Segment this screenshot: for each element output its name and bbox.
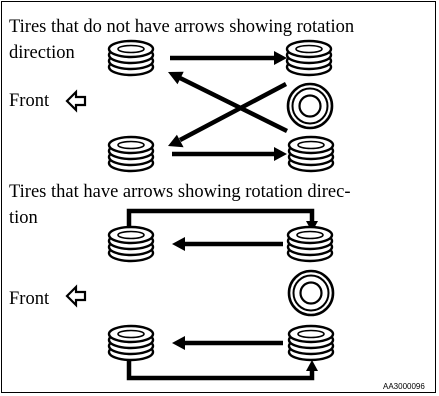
- section1-bottom-arrow: [172, 147, 287, 161]
- section2-bottom-bracket-arrow: [126, 360, 318, 381]
- section2-front-label: Front: [9, 289, 50, 309]
- section1-tire-front-left: [107, 39, 155, 77]
- section1-heading-line2: direction: [9, 43, 75, 63]
- section2-top-bracket-arrow: [126, 208, 318, 232]
- section1-tire-rear-right: [287, 135, 335, 173]
- section2-bottom-left-arrow: [172, 336, 283, 350]
- section2-heading-line1: Tires that have arrows showing rotation …: [9, 182, 351, 202]
- section2-spare-tire: [287, 269, 335, 317]
- section1-spare-tire: [286, 82, 334, 130]
- section1-heading-line1: Tires that do not have arrows showing ro…: [9, 17, 355, 37]
- figure-code: AA3000096: [383, 382, 425, 391]
- section1-top-arrow: [170, 51, 287, 65]
- section2-tire-rear-left: [107, 324, 155, 362]
- section2-tire-front-left: [107, 225, 155, 263]
- section2-heading-line2: tion: [9, 208, 38, 228]
- section2-tire-front-right: [286, 225, 334, 263]
- section1-front-label: Front: [9, 91, 50, 111]
- section1-diagonal-arrow-to-rear-left: [168, 71, 288, 134]
- section1-front-arrow-icon: [65, 90, 87, 112]
- section2-tire-rear-right: [287, 324, 335, 362]
- section1-diagonal-arrow-to-front-left: [168, 82, 288, 148]
- section1-tire-rear-left: [107, 135, 155, 173]
- section1-tire-front-right: [285, 39, 333, 77]
- section2-front-arrow-icon: [65, 285, 87, 307]
- section2-top-left-arrow: [172, 237, 283, 251]
